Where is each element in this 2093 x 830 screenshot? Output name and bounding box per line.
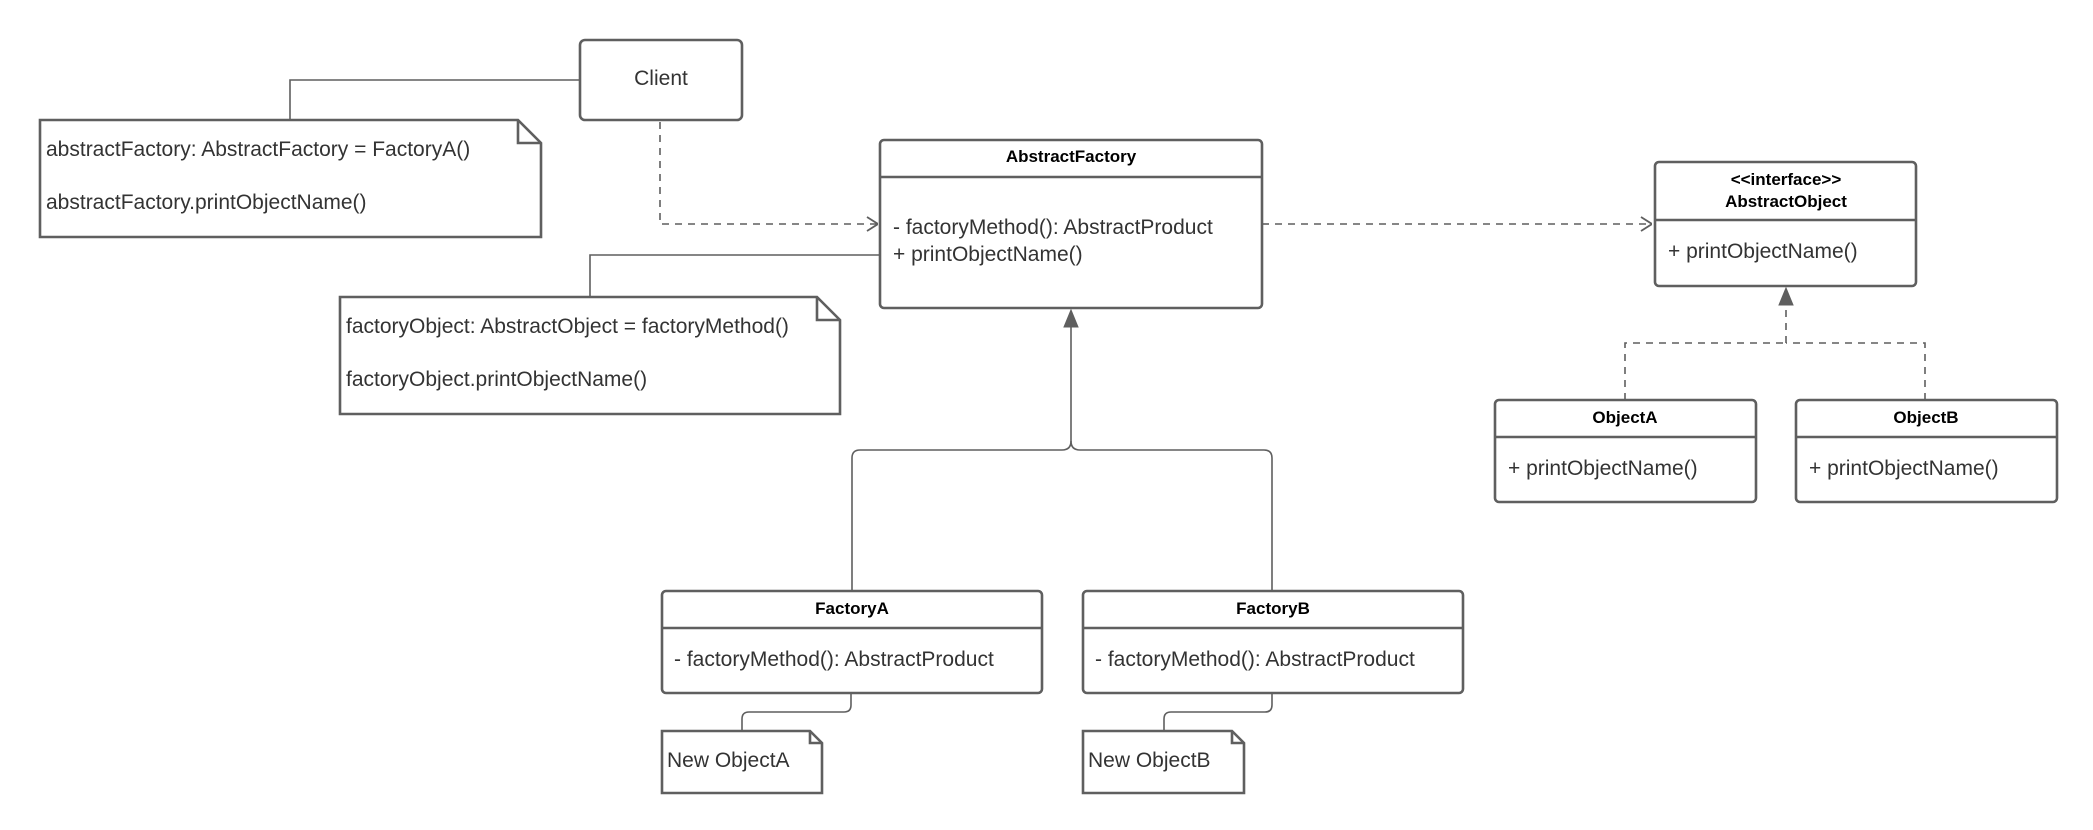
- object-b-title: ObjectB: [1893, 408, 1958, 427]
- abstract-factory-member-1: - factoryMethod(): AbstractProduct: [893, 216, 1213, 239]
- edge-object-b-realizes-abstract-object: [1786, 342, 1926, 400]
- client-note-line-1: abstractFactory: AbstractFactory = Facto…: [46, 138, 470, 161]
- factory-note-line-2: factoryObject.printObjectName(): [346, 368, 647, 391]
- abstract-factory-title: AbstractFactory: [1006, 147, 1137, 166]
- factory-b-note-line-1: New ObjectB: [1088, 749, 1211, 772]
- abstract-object-stereotype: <<interface>>: [1731, 170, 1842, 189]
- factory-b-member-1: - factoryMethod(): AbstractProduct: [1095, 648, 1415, 671]
- client-label: Client: [634, 67, 688, 90]
- edge-factory-a-to-note: [741, 693, 852, 731]
- abstract-factory-member-2: + printObjectName(): [893, 243, 1083, 266]
- edge-abstract-factory-to-note: [589, 254, 880, 297]
- edge-object-a-realizes-abstract-object: [1624, 342, 1786, 400]
- factory-b-note[interactable]: New ObjectB: [1081, 729, 1246, 795]
- client-note-line-2: abstractFactory.printObjectName(): [46, 191, 367, 214]
- factory-a-member-1: - factoryMethod(): AbstractProduct: [674, 648, 994, 671]
- edge-factory-b-to-note: [1163, 693, 1273, 731]
- edge-client-depends-abstract-factory: [659, 122, 878, 224]
- class-factory-b[interactable]: FactoryB - factoryMethod(): AbstractProd…: [1081, 589, 1465, 695]
- factory-note-line-1: factoryObject: AbstractObject = factoryM…: [346, 315, 789, 338]
- abstract-object-title: AbstractObject: [1725, 192, 1847, 211]
- factory-b-title: FactoryB: [1236, 599, 1310, 618]
- realization-arrowhead: [1778, 286, 1794, 306]
- class-object-b[interactable]: ObjectB + printObjectName(): [1794, 398, 2059, 504]
- class-factory-a[interactable]: FactoryA - factoryMethod(): AbstractProd…: [660, 589, 1044, 695]
- edge-client-to-note: [289, 79, 580, 120]
- edge-factory-b-extends-abstract-factory: [1070, 440, 1273, 591]
- factory-note[interactable]: factoryObject: AbstractObject = factoryM…: [338, 295, 842, 416]
- inheritance-arrowhead: [1063, 308, 1079, 328]
- object-a-title: ObjectA: [1592, 408, 1657, 427]
- class-abstract-object[interactable]: <<interface>> AbstractObject + printObje…: [1653, 160, 1918, 288]
- class-abstract-factory[interactable]: AbstractFactory - factoryMethod(): Abstr…: [878, 138, 1264, 310]
- client-box[interactable]: Client: [578, 38, 744, 122]
- factory-a-note-line-1: New ObjectA: [667, 749, 790, 772]
- object-a-member-1: + printObjectName(): [1508, 457, 1698, 480]
- factory-a-note[interactable]: New ObjectA: [660, 729, 824, 795]
- edge-factory-a-extends-abstract-factory: [851, 440, 1072, 591]
- factory-a-title: FactoryA: [815, 599, 889, 618]
- object-b-member-1: + printObjectName(): [1809, 457, 1999, 480]
- client-note[interactable]: abstractFactory: AbstractFactory = Facto…: [38, 118, 543, 239]
- class-object-a[interactable]: ObjectA + printObjectName(): [1493, 398, 1758, 504]
- abstract-object-member-1: + printObjectName(): [1668, 240, 1858, 263]
